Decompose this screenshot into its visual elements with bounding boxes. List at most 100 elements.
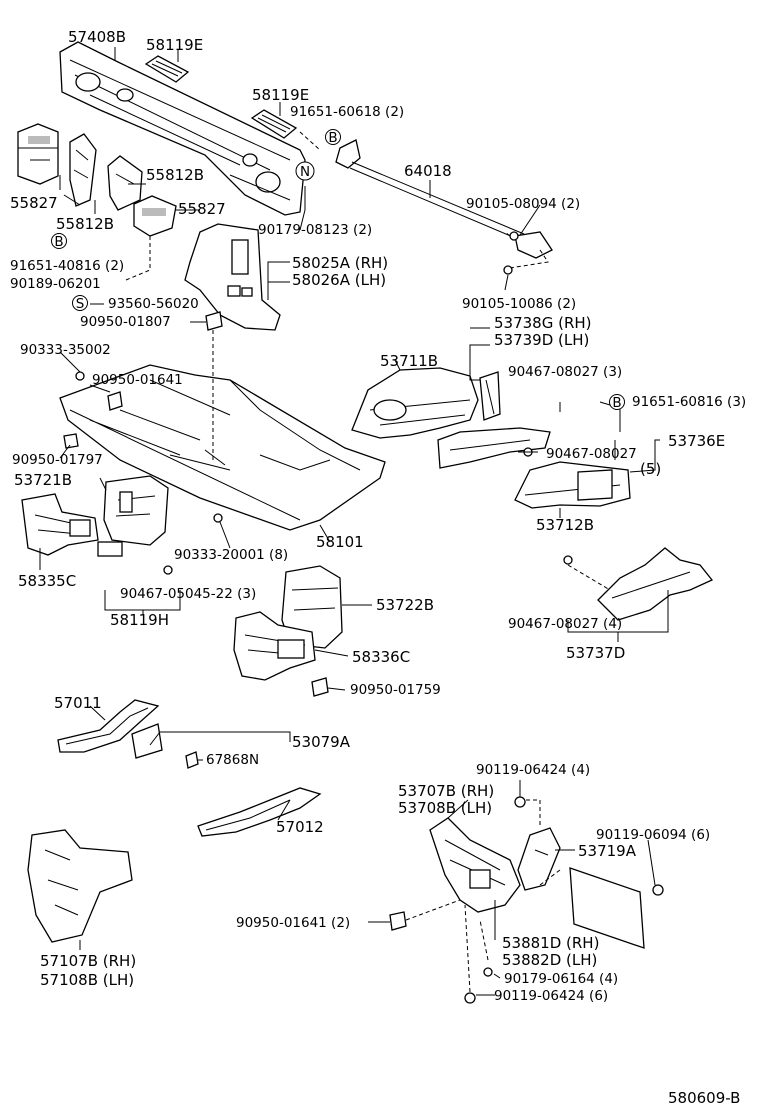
grommet-90950-01759 [311,677,329,697]
leader-lines [39,47,669,996]
label-64018: 64018 [404,162,452,180]
cover-53737D [597,547,714,621]
label-53712B: 53712B [536,516,594,534]
label-90119-06424-a: 90119-06424 (4) [476,762,590,778]
label-58101: 58101 [316,533,364,551]
label-53079A: 53079A [292,733,351,751]
panel-58335C [21,493,99,556]
label-67868N: 67868N [206,752,259,768]
floor-panel-58101 [59,330,386,531]
label-90950-01797: 90950-01797 [12,452,103,468]
side-panel-58025A [184,223,281,331]
label-90119-06094: 90119-06094 (6) [596,827,710,843]
label-58119H: 58119H [110,611,169,629]
label-58119E-a: 58119E [146,36,203,54]
label-91651-60618: 91651-60618 (2) [290,104,404,120]
brace-rod-64018 [335,139,553,275]
seal-53721B [103,475,169,546]
label-90950-01641-a: 90950-01641 [92,372,183,388]
label-90105-08094: 90105-08094 (2) [466,196,580,212]
label-90119-06424-b: 90119-06424 (6) [494,988,608,1004]
label-53739D: 53739D (LH) [494,331,589,349]
marker-n1: N [295,161,315,181]
label-53736E: 53736E [668,432,725,450]
grommet-90950-01641-a [107,391,123,411]
label-53707B: 53707B (RH) [398,782,494,800]
label-91651-60816: 91651-60816 (3) [632,394,746,410]
part-labels: 57408B 58119E 58119E 91651-60618 (2) 640… [10,28,746,1107]
label-58119E-b: 58119E [252,86,309,104]
plate-53079A [131,723,199,769]
label-57408B: 57408B [68,28,126,46]
label-90467-08027-c: 90467-08027 (4) [508,616,622,632]
label-53721B: 53721B [14,471,72,489]
bracket-53719A [517,827,561,891]
bolt-90119-06424-a [514,796,526,808]
rail-57011 [57,699,160,753]
svg-text:B: B [328,130,337,146]
pad-58119E-upper [144,55,190,83]
label-53719A: 53719A [578,842,637,860]
label-90467-05045: 90467-05045-22 (3) [120,586,256,602]
label-90950-01807: 90950-01807 [80,314,171,330]
bracket-55827-left [17,123,59,185]
panel-53722B [281,565,343,649]
pad-58119H [97,541,173,575]
svg-text:B: B [54,234,63,250]
marker-b3: B [609,394,625,411]
grommet-90950-01797 [63,433,79,449]
marker-b2: B [51,233,67,250]
label-90950-01641-b: 90950-01641 (2) [236,915,350,931]
label-53882D: 53882D (LH) [502,951,597,969]
bolt-90119-06094 [652,884,664,896]
label-53737D: 53737D [566,644,625,662]
label-53711B: 53711B [380,352,438,370]
bracket-55812B-right [107,155,143,211]
label-90333-20001: 90333-20001 (8) [174,547,288,563]
seal-53712B [514,461,631,509]
bracket-55812B-left [69,133,97,207]
cowl-panel-57408B [59,41,306,216]
bracket-55827-right [125,195,177,281]
label-90179-08123: 90179-08123 (2) [258,222,372,238]
label-5: (5) [640,460,661,478]
label-55827-b: 55827 [178,200,226,218]
label-93560-56020: 93560-56020 [108,296,199,312]
svg-text:S: S [76,296,85,312]
svg-text:N: N [300,164,310,180]
label-58336C: 58336C [352,648,410,666]
label-55812B-a: 55812B [146,166,204,184]
svg-text:B: B [612,395,621,411]
label-91651-40816: 91651-40816 (2) [10,258,124,274]
marker-b1: B [325,129,341,146]
bolt-90119-06424-b [464,992,476,1004]
clip-90467-08027-c [563,555,573,565]
strip-53738G [479,371,501,421]
label-90950-01759: 90950-01759 [350,682,441,698]
figure-code: 580609-B [668,1089,740,1107]
label-57108B: 57108B (LH) [40,971,134,989]
label-90179-06164: 90179-06164 (4) [504,971,618,987]
label-57012: 57012 [276,818,324,836]
label-55827-a: 55827 [10,194,58,212]
marker-s1: S [72,295,88,312]
label-90105-10086: 90105-10086 (2) [462,296,576,312]
label-58026A: 58026A (LH) [292,271,386,289]
clip-90333-20001 [213,513,223,523]
label-57107B: 57107B (RH) [40,952,136,970]
label-90189-06201: 90189-06201 [10,276,101,292]
label-53708B: 53708B (LH) [398,799,492,817]
label-58335C: 58335C [18,572,76,590]
clip-90333-35002 [75,371,85,381]
label-90467-08027-b: 90467-08027 [546,446,637,462]
plate-53881D [569,867,645,949]
cover-53711B [351,367,479,439]
seal-53736E [437,427,551,469]
label-58025A: 58025A (RH) [292,254,388,272]
label-90467-08027-a: 90467-08027 (3) [508,364,622,380]
label-90333-35002: 90333-35002 [20,342,111,358]
label-57011: 57011 [54,694,102,712]
pad-58119E-lower [250,109,298,139]
panel-58336C [233,611,316,681]
